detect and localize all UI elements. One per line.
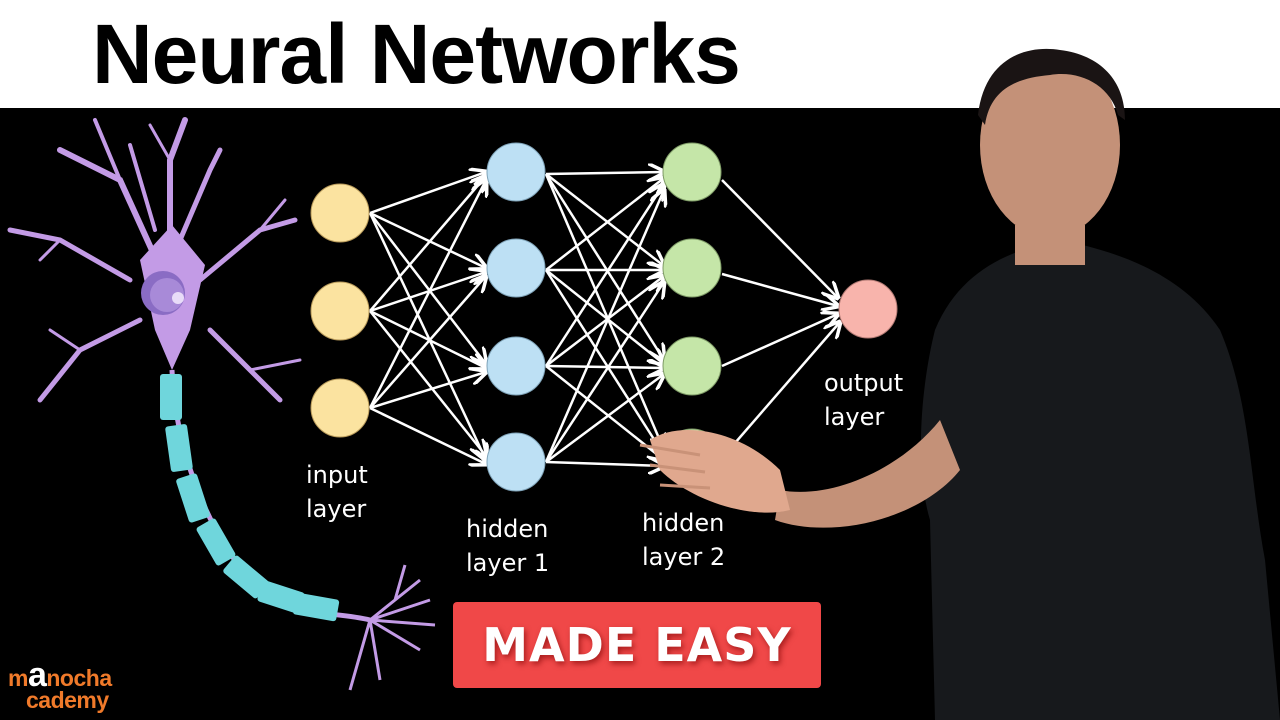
- hidden-layer-1-label: hidden layer 1: [466, 515, 550, 577]
- hidden-layer-1-nodes: [486, 142, 546, 492]
- manocha-academy-logo: manocha cademy: [8, 656, 112, 713]
- hidden-layer-2-label: hidden layer 2: [642, 509, 726, 571]
- input-layer-nodes: [310, 183, 370, 438]
- axon-icon: [160, 369, 436, 691]
- input-layer-label: input layer: [306, 461, 368, 523]
- presenter-figure: [639, 48, 1280, 720]
- made-easy-badge: MADE EASY: [453, 602, 821, 688]
- network-edges: [368, 172, 840, 466]
- output-layer-label: output layer: [824, 369, 904, 431]
- output-layer-node: [838, 279, 898, 339]
- page-title: Neural Networks: [92, 7, 741, 101]
